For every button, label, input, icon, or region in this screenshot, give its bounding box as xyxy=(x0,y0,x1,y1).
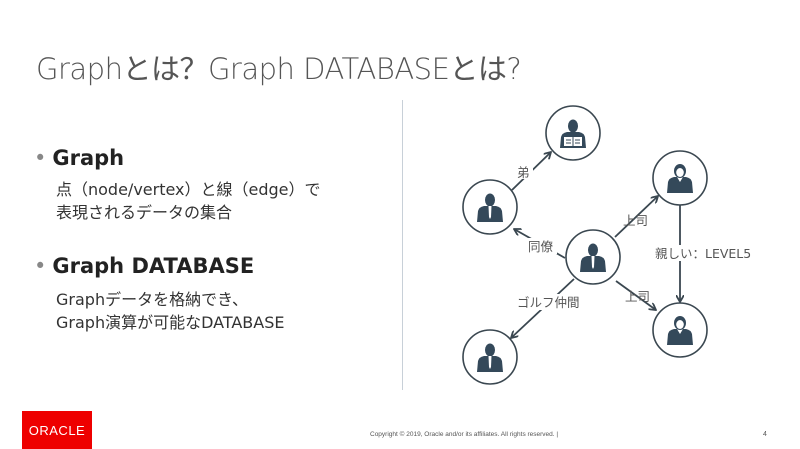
edge-label: 上司 xyxy=(625,289,650,304)
bullet-graph-database: •Graph DATABASE xyxy=(34,254,255,278)
edge-boss-top xyxy=(614,196,658,238)
text-line: Graphデータを格納でき、 xyxy=(56,290,248,309)
edge-label: 弟 xyxy=(517,165,530,180)
text-line: 表現されるデータの集合 xyxy=(56,203,233,222)
page-number: 4 xyxy=(763,431,767,438)
bullet-graph: •Graph xyxy=(34,146,125,170)
oracle-logo: ORACLE xyxy=(22,411,92,449)
edge-boss-bottom xyxy=(615,280,656,310)
edge-label: ゴルフ仲間 xyxy=(517,295,580,310)
logo-text: ORACLE xyxy=(28,422,86,438)
edge-labels: 弟 同僚 上司 上司 ゴルフ仲間 親しい：LEVEL5 xyxy=(515,163,754,310)
bullet-graph-database-text: Graphデータを格納でき、 Graph演算が可能なDATABASE xyxy=(56,288,285,334)
copyright: Copyright © 2019, Oracle and/or its affi… xyxy=(370,431,559,438)
text-line: 点（node/vertex）と線（edge）で xyxy=(56,180,321,199)
slide-title: Graphとは？Graph DATABASEとは? xyxy=(36,52,522,86)
edge-label: 上司 xyxy=(623,213,648,228)
bullet-heading: Graph xyxy=(52,146,125,170)
bullet-heading: Graph DATABASE xyxy=(52,254,255,278)
text-line: Graph演算が可能なDATABASE xyxy=(56,313,285,332)
edge-label: 親しい：LEVEL5 xyxy=(655,246,751,261)
edge-label: 同僚 xyxy=(528,239,554,254)
divider xyxy=(402,100,403,390)
bullet-graph-text: 点（node/vertex）と線（edge）で 表現されるデータの集合 xyxy=(56,178,321,224)
